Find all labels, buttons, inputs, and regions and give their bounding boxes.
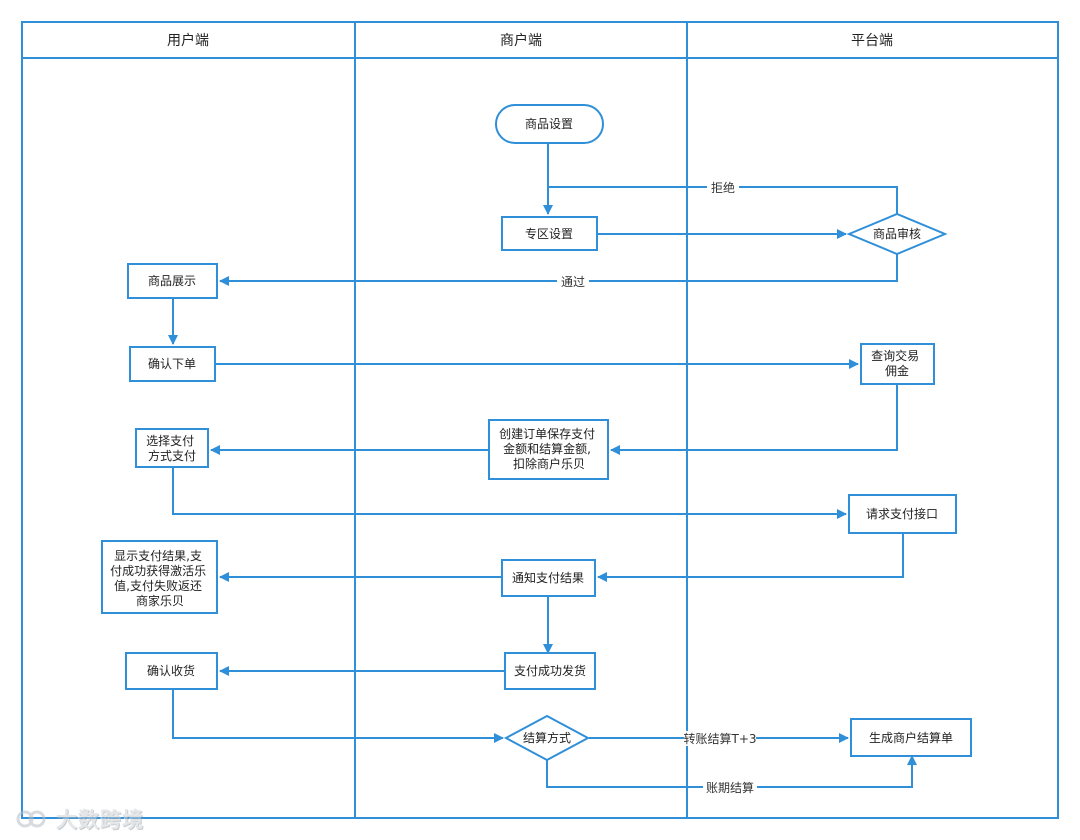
watermark-text: 大数跨境 bbox=[56, 808, 144, 832]
node-choose-payment bbox=[135, 428, 209, 468]
node-label-product-review: 商品审核 bbox=[873, 226, 921, 241]
edge-label-reject: 拒绝 bbox=[711, 180, 735, 195]
lane-header-merchant: 商户端 bbox=[500, 32, 542, 49]
node-create-order bbox=[488, 419, 609, 480]
edge-n6-n7 bbox=[610, 384, 898, 455]
node-label-choose-payment: 选择支付 方式支付 bbox=[146, 434, 198, 463]
node-label-create-order: 创建订单保存支付 金额和结算金额, 扣除商户乐贝 bbox=[499, 427, 599, 471]
node-notify-payment-result bbox=[501, 559, 596, 597]
node-settlement-method bbox=[503, 714, 591, 762]
edge-label-transfer: 转账结算T+3 bbox=[683, 731, 756, 746]
node-label-settlement-method: 结算方式 bbox=[523, 730, 571, 745]
node-label-confirm-order: 确认下单 bbox=[148, 357, 196, 371]
watermark: 大数跨境 bbox=[14, 804, 144, 834]
node-show-payment-result bbox=[101, 540, 218, 614]
node-label-request-payment-api: 请求支付接口 bbox=[866, 506, 938, 521]
swimlanes bbox=[21, 21, 1059, 819]
node-label-zone-settings: 专区设置 bbox=[525, 226, 573, 241]
watermark-logo-icon bbox=[16, 810, 46, 828]
node-product-settings bbox=[495, 104, 604, 144]
node-label-confirm-receipt: 确认收货 bbox=[147, 663, 195, 678]
node-label-show-payment-result: 显示支付结果,支 付成功获得激活乐 值,支付失败返还 商家乐贝 bbox=[110, 549, 210, 608]
node-merchant-statement bbox=[850, 718, 972, 757]
node-query-commission bbox=[860, 343, 935, 385]
edge-n3-reject bbox=[548, 186, 898, 214]
edge-n13-n14 bbox=[172, 689, 504, 743]
node-label-product-display: 商品展示 bbox=[148, 273, 196, 288]
node-payment-success-ship bbox=[504, 652, 596, 690]
node-label-notify-payment-result: 通知支付结果 bbox=[512, 571, 584, 585]
node-zone-settings bbox=[501, 216, 598, 251]
node-label-merchant-statement: 生成商户结算单 bbox=[869, 730, 953, 745]
edge-label-period: 账期结算 bbox=[706, 780, 754, 795]
lane-platform bbox=[686, 21, 1059, 819]
node-label-payment-success-ship: 支付成功发货 bbox=[514, 663, 586, 678]
edge-label-pass: 通过 bbox=[561, 275, 585, 289]
node-request-payment-api bbox=[848, 494, 957, 534]
lane-user bbox=[21, 21, 356, 819]
node-confirm-receipt bbox=[125, 652, 218, 690]
lane-header-platform: 平台端 bbox=[851, 33, 893, 49]
node-label-product-settings: 商品设置 bbox=[525, 116, 573, 131]
edge-n3-pass bbox=[219, 254, 898, 286]
node-product-review bbox=[846, 212, 948, 256]
edges bbox=[168, 143, 917, 788]
node-confirm-order bbox=[129, 346, 216, 382]
edge-n9-n10 bbox=[597, 533, 904, 582]
node-product-display bbox=[127, 263, 218, 299]
lane-header-user: 用户端 bbox=[167, 32, 209, 49]
node-label-query-commission: 查询交易 佣金 bbox=[871, 348, 923, 378]
edge-n8-n9 bbox=[172, 467, 847, 519]
